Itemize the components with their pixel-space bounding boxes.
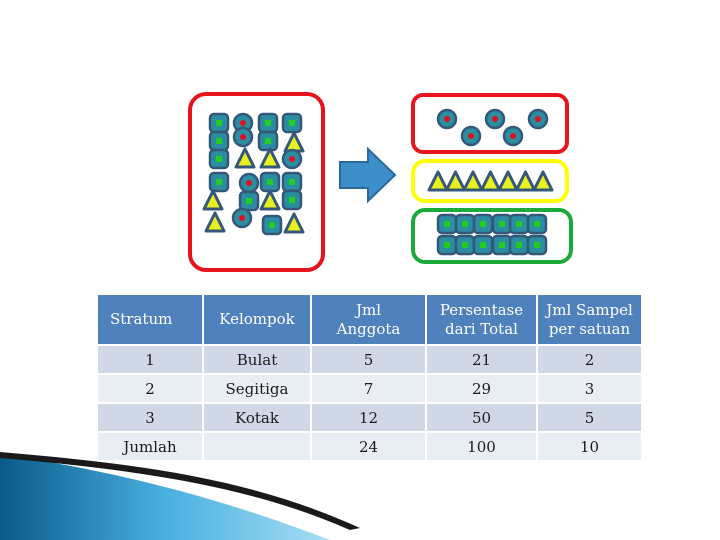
circle-center-dot — [535, 116, 541, 122]
square-center-dot — [289, 120, 295, 126]
table-cell: 29 — [427, 375, 536, 402]
triangle-shape — [445, 170, 466, 192]
triangle-shape — [497, 170, 519, 192]
table-cell: Bulat — [204, 346, 310, 373]
triangle-shape — [283, 131, 305, 153]
header-kelompok-label: Kelompok — [219, 310, 295, 328]
circle-center-dot — [444, 116, 450, 122]
table-cell: 10 — [538, 433, 641, 460]
triangle-shape — [532, 170, 554, 192]
triangle-shape — [202, 189, 224, 211]
circle-center-dot — [289, 156, 295, 162]
circle-center-dot — [510, 133, 516, 139]
square-center-dot — [462, 242, 468, 248]
square-center-dot — [269, 222, 275, 228]
table-row: Jumlah 24 100 10 — [98, 433, 641, 460]
table-cell: 5 — [312, 346, 425, 373]
table-cell: Jumlah — [98, 433, 202, 460]
triangle-shape — [204, 211, 226, 233]
table-cell: 2 — [538, 346, 641, 373]
table-cell: 100 — [427, 433, 536, 460]
table-cell — [204, 433, 310, 460]
table-cell: 3 — [538, 375, 641, 402]
table-cell: 5 — [538, 404, 641, 431]
arrow-shape — [339, 146, 397, 204]
table-cell: 21 — [427, 346, 536, 373]
strata-groups — [411, 93, 573, 264]
square-center-dot — [216, 120, 222, 126]
square-center-dot — [289, 179, 295, 185]
square-center-dot — [265, 138, 271, 144]
header-kelompok: Kelompok — [204, 295, 310, 344]
square-center-dot — [289, 197, 295, 203]
table-cell: Segitiga — [204, 375, 310, 402]
table-cell: 1 — [98, 346, 202, 373]
square-center-dot — [216, 179, 222, 185]
square-center-dot — [246, 198, 252, 204]
triangle-shape — [234, 147, 256, 169]
square-center-dot — [480, 221, 486, 227]
circle-center-dot — [240, 120, 246, 126]
table-cell: 2 — [98, 375, 202, 402]
footer-swoosh-decoration — [0, 452, 360, 540]
triangle-shape — [259, 189, 281, 211]
circle-center-dot — [468, 133, 474, 139]
square-center-dot — [265, 120, 271, 126]
square-center-dot — [534, 221, 540, 227]
table-cell: Kotak — [204, 404, 310, 431]
triangle-shape — [515, 170, 536, 192]
triangle-shape — [427, 170, 449, 192]
square-center-dot — [462, 221, 468, 227]
table-row: 3 Kotak 12 50 5 — [98, 404, 641, 431]
population-frame — [188, 92, 325, 272]
square-center-dot — [444, 221, 450, 227]
square-center-dot — [216, 138, 222, 144]
square-center-dot — [499, 221, 505, 227]
square-center-dot — [444, 242, 450, 248]
triangle-shape — [259, 147, 281, 169]
stratum-triangles-frame — [411, 159, 569, 203]
triangle-shape — [462, 170, 484, 192]
square-center-dot — [267, 179, 273, 185]
stratum-squares-frame — [411, 208, 573, 264]
square-center-dot — [480, 242, 486, 248]
square-center-dot — [499, 242, 505, 248]
table-cell: 50 — [427, 404, 536, 431]
table-cell: 12 — [312, 404, 425, 431]
triangle-shape — [283, 212, 305, 234]
right-arrow-icon — [339, 146, 397, 204]
table-cell: 24 — [312, 433, 425, 460]
header-stratum-label: Stratum — [110, 310, 173, 328]
table-cell: 3 — [98, 404, 202, 431]
table-row: 2 Segitiga 7 29 3 — [98, 375, 641, 402]
square-center-dot — [534, 242, 540, 248]
table-row: 1 Bulat 5 21 2 — [98, 346, 641, 373]
population-group — [188, 92, 325, 272]
circle-center-dot — [246, 180, 252, 186]
square-center-dot — [516, 221, 522, 227]
square-center-dot — [516, 242, 522, 248]
circle-center-dot — [492, 116, 498, 122]
triangle-shape — [480, 170, 501, 192]
header-stratum: Stratum — [98, 295, 202, 344]
circle-center-dot — [239, 215, 245, 221]
circle-center-dot — [240, 134, 246, 140]
stratification-diagram — [188, 92, 573, 272]
stratum-circles-frame — [411, 93, 569, 154]
square-center-dot — [216, 156, 222, 162]
table-cell: 7 — [312, 375, 425, 402]
